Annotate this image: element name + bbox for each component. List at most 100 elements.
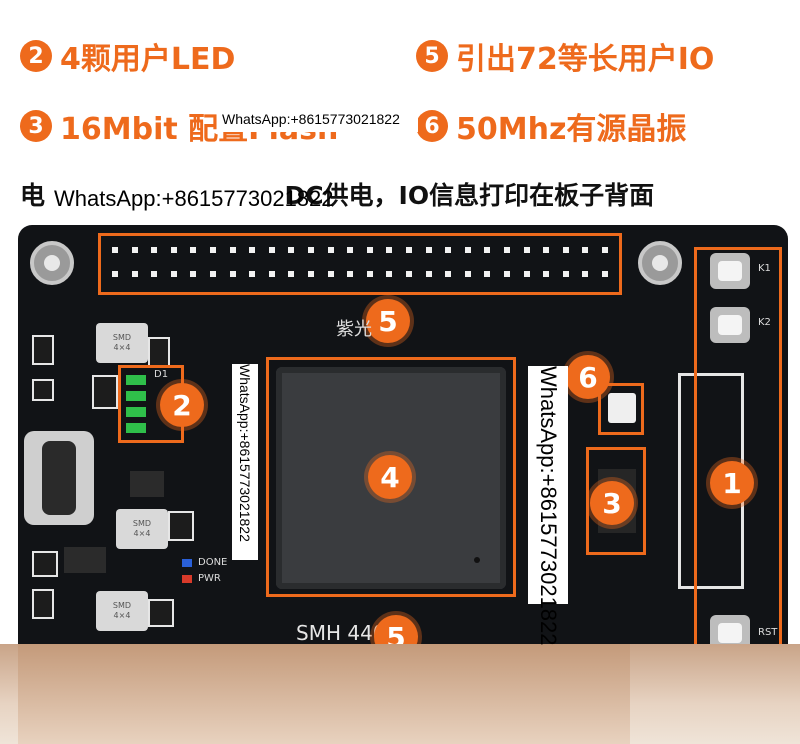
header-pin (112, 271, 118, 277)
header-pin (425, 247, 432, 253)
k2-label: K2 (758, 317, 771, 328)
rst-label: RST (758, 627, 778, 638)
header-pin (523, 247, 530, 253)
feature-text: 4颗用户LED (60, 42, 236, 77)
header-pin (151, 271, 158, 277)
feature-text: 引出72等长用户IO (456, 42, 715, 77)
oscillator (608, 393, 636, 423)
header-pin (151, 247, 158, 253)
capacitor (148, 599, 174, 627)
header-pin (170, 247, 177, 253)
header-pin (543, 271, 550, 277)
header-pin (464, 271, 471, 277)
oscillator-highlight (598, 383, 644, 435)
user-led (126, 423, 146, 433)
user-led (126, 391, 146, 401)
header-pin (249, 247, 256, 253)
header-pin (229, 271, 236, 277)
fpga-highlight (266, 357, 516, 597)
capacitor (32, 551, 58, 577)
badge-buttons: 1 (710, 461, 754, 505)
feature-item-io: 5 引出72等长用户IO (416, 34, 714, 78)
button-k2 (710, 307, 750, 343)
header-pin (327, 271, 334, 277)
header-pin (464, 247, 471, 253)
header-pin (210, 247, 216, 253)
header-pin (288, 247, 295, 253)
mounting-hole (638, 241, 682, 285)
header-pin (347, 271, 354, 277)
header-pin (602, 271, 608, 277)
header-pin (602, 247, 608, 253)
user-led (126, 375, 146, 385)
power-note-prefix: 电 (20, 181, 46, 210)
header-pin (366, 271, 373, 277)
header-pin (190, 247, 197, 253)
header-pin (131, 271, 138, 277)
button-k1 (710, 253, 750, 289)
header-pin (210, 271, 216, 277)
header-pin (484, 247, 491, 253)
done-label: DONE (198, 557, 228, 568)
mounting-hole (30, 241, 74, 285)
power-label: PWR (198, 573, 221, 584)
header-pin (268, 271, 275, 277)
capacitor (168, 511, 194, 541)
header-pin (523, 271, 530, 277)
regulator-chip (130, 471, 164, 497)
feature-number: 5 (416, 40, 448, 72)
power-led (182, 575, 192, 583)
header-pin (308, 247, 314, 253)
capacitor (32, 589, 54, 619)
badge-flash: 3 (590, 481, 634, 525)
header-pin (386, 271, 393, 277)
feature-item-oscillator: 6 50Mhz有源晶振 (416, 104, 686, 148)
header-pin (288, 271, 295, 277)
done-led (182, 559, 192, 567)
power-note: 电 DC供电，IO信息打印在板子背面 (20, 176, 654, 212)
flash-highlight (586, 447, 646, 555)
regulator-chip (64, 547, 106, 573)
header-pin (504, 271, 510, 277)
header-pin (386, 247, 393, 253)
badge-io-top: 5 (366, 299, 410, 343)
capacitor (148, 337, 170, 367)
header-pin (406, 271, 412, 277)
header-pin (190, 271, 197, 277)
badge-fpga: 4 (368, 455, 412, 499)
header-pin (366, 247, 373, 253)
watermark: WhatsApp:+8615773021822 (528, 366, 568, 646)
header-pin (308, 271, 314, 277)
watermark: WhatsApp:+8615773021822 (218, 106, 418, 132)
pin1-marker (474, 557, 480, 563)
feature-item-leds: 2 4颗用户LED (20, 34, 235, 78)
header-pin (131, 247, 138, 253)
header-pin (406, 247, 412, 253)
usb-c-port (24, 431, 94, 525)
header-pin (445, 271, 452, 277)
header-pin (504, 247, 510, 253)
capacitor (92, 375, 118, 409)
header-pin (562, 247, 569, 253)
header-pin (347, 247, 354, 253)
header-pin (543, 247, 550, 253)
header-pin (484, 271, 491, 277)
pin-header-highlight (98, 233, 622, 295)
k1-label: K1 (758, 263, 771, 274)
header-pin (445, 247, 452, 253)
header-pin (268, 247, 275, 253)
user-led (126, 407, 146, 417)
header-pin (170, 271, 177, 277)
power-note-suffix: DC供电，IO信息打印在板子背面 (284, 181, 655, 210)
capacitor (32, 335, 54, 365)
capacitor (32, 379, 54, 401)
badge-oscillator: 6 (566, 355, 610, 399)
watermark: WhatsApp:+8615773021822 (232, 364, 258, 560)
watermark: WhatsApp:+8615773021822 (54, 180, 334, 218)
badge-leds: 2 (160, 383, 204, 427)
feature-text: 50Mhz有源晶振 (456, 112, 687, 147)
header-pin (582, 271, 589, 277)
